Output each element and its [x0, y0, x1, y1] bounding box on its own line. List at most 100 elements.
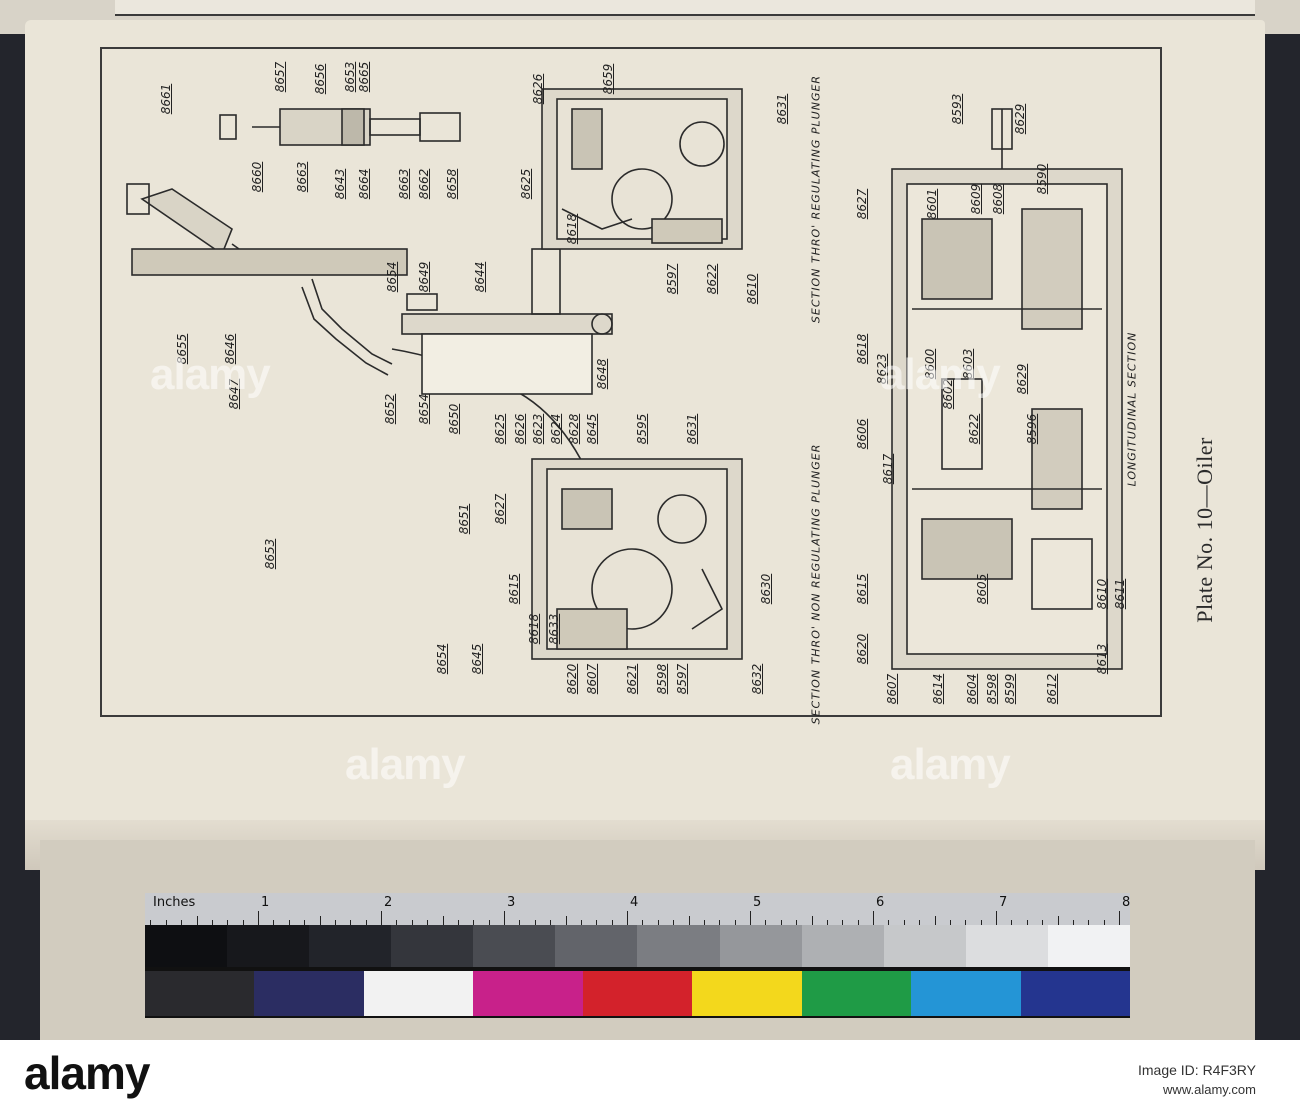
part-label: 8590	[1035, 163, 1049, 195]
ruler-tick	[565, 916, 567, 925]
part-label: 8609	[969, 183, 983, 215]
part-label: 8597	[665, 263, 679, 295]
part-label: 8659	[601, 63, 615, 95]
ruler-tick	[165, 920, 167, 925]
color-patch	[254, 971, 364, 1016]
part-label: 8620	[565, 663, 579, 695]
ruler-tick	[519, 920, 521, 925]
ruler-tick	[780, 920, 782, 925]
part-label: 8622	[967, 413, 981, 445]
ruler-tick	[826, 920, 828, 925]
ruler-inch-label: 1	[261, 895, 270, 910]
part-label: 8617	[881, 453, 895, 485]
color-patch	[911, 971, 1021, 1016]
gray-patch	[473, 925, 556, 967]
ruler-tick	[627, 911, 628, 925]
part-label: 8626	[531, 73, 545, 105]
part-label: 8615	[855, 573, 869, 605]
ruler-tick	[996, 911, 997, 925]
ruler-tick	[381, 911, 382, 925]
gray-patch	[637, 925, 720, 967]
ruler-tick	[919, 920, 921, 925]
ruler-tick	[181, 920, 183, 925]
color-patch	[582, 971, 693, 1016]
filter-tube-drawing	[401, 209, 613, 395]
gray-patch	[309, 925, 392, 967]
part-label: 8627	[493, 493, 507, 525]
image-id: Image ID: R4F3RY	[1137, 1062, 1256, 1078]
part-label: 8631	[685, 413, 699, 445]
ruler-tick	[965, 920, 967, 925]
color-patch	[363, 971, 474, 1016]
ruler-tick	[334, 920, 336, 925]
ruler-tick	[227, 920, 229, 925]
ruler-tick	[580, 920, 582, 925]
ruler-tick	[811, 916, 813, 925]
ruler-tick	[980, 920, 982, 925]
part-label: 8618	[565, 213, 579, 245]
color-patch	[473, 971, 583, 1016]
ruler-tick	[1026, 920, 1028, 925]
part-label: 8596	[1025, 413, 1039, 445]
part-label: 8623	[531, 413, 545, 445]
color-strip	[145, 971, 1130, 1016]
part-label: 8644	[473, 261, 487, 293]
part-label: 8610	[1095, 578, 1109, 610]
part-label: 8621	[625, 663, 639, 695]
non-regulating-section-title: SECTION THRO' NON REGULATING PLUNGER	[809, 443, 823, 725]
ruler-tick	[350, 920, 352, 925]
plate-frame: SECTION THRO' REGULATING PLUNGER SECTION…	[100, 47, 1162, 724]
part-label: 8620	[855, 633, 869, 665]
plate-title: Plate No. 10—Oiler	[1192, 437, 1217, 623]
wall-section	[131, 248, 408, 276]
part-label: 8628	[567, 413, 581, 445]
part-label: 8625	[493, 413, 507, 445]
part-label: 8597	[675, 663, 689, 695]
part-label: 8610	[745, 273, 759, 305]
ruler-inch-label: 8	[1122, 895, 1131, 910]
part-label: 8598	[985, 673, 999, 705]
gray-patch	[227, 925, 310, 967]
part-label: 8618	[855, 333, 869, 365]
ruler-tick	[642, 920, 644, 925]
ruler-tick	[1088, 920, 1090, 925]
gray-patch	[145, 925, 228, 967]
part-label: 8648	[595, 358, 609, 390]
part-label: 8658	[445, 168, 459, 200]
watermark-logo: alamy	[345, 740, 466, 789]
ruler-tick	[1057, 916, 1059, 925]
part-label: 8663	[397, 168, 411, 200]
ruler-inch-label: 6	[876, 895, 885, 910]
part-label: 8661	[159, 83, 173, 115]
part-label: 8624	[549, 413, 563, 445]
ruler-tick	[150, 920, 152, 925]
ruler-tick	[504, 911, 505, 925]
ruler-tick	[242, 920, 244, 925]
ruler-tick	[657, 920, 659, 925]
ruler-inch-label: 2	[384, 895, 393, 910]
part-label: 8622	[705, 263, 719, 295]
part-label: 8607	[585, 663, 599, 695]
ruler-tick	[488, 920, 490, 925]
ruler-tick	[903, 920, 905, 925]
gray-patch	[883, 925, 966, 967]
ruler-tick	[473, 920, 475, 925]
grease-gun-drawing	[219, 108, 461, 146]
part-label: 8664	[357, 168, 371, 200]
part-label: 8601	[925, 188, 939, 220]
regulating-plunger-section-drawing	[541, 88, 743, 250]
part-label: 8629	[1013, 103, 1027, 135]
part-label: 8613	[1095, 643, 1109, 675]
part-label: 8657	[273, 61, 287, 93]
part-label: 8625	[519, 168, 533, 200]
color-patch	[145, 971, 255, 1016]
ruler-tick	[857, 920, 859, 925]
ruler-tick	[842, 920, 844, 925]
stock-footer: alamy Image ID: R4F3RY www.alamy.com	[0, 1040, 1300, 1106]
part-label: 8612	[1045, 673, 1059, 705]
ruler-tick	[750, 911, 751, 925]
part-label: 8654	[417, 393, 431, 425]
part-label: 8611	[1113, 578, 1127, 610]
